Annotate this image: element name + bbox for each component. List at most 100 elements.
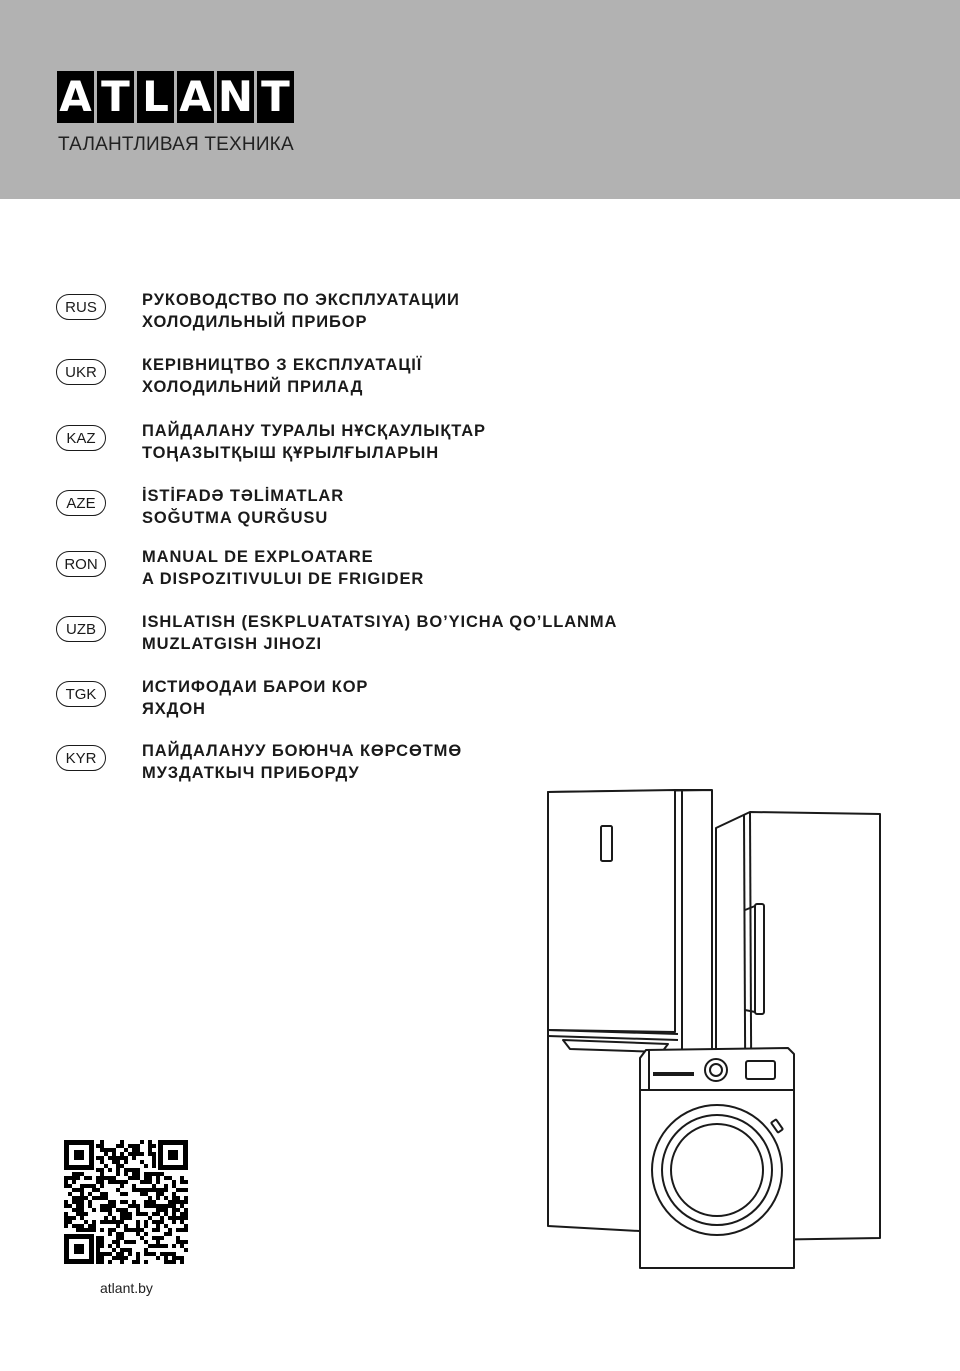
qr-module bbox=[168, 1200, 172, 1204]
qr-module bbox=[140, 1180, 144, 1184]
qr-module bbox=[100, 1208, 104, 1212]
qr-module bbox=[100, 1244, 104, 1248]
qr-module bbox=[108, 1212, 112, 1216]
qr-module bbox=[88, 1184, 92, 1188]
qr-module bbox=[80, 1184, 84, 1188]
qr-module bbox=[116, 1244, 120, 1248]
qr-module bbox=[68, 1184, 72, 1188]
qr-module bbox=[144, 1248, 148, 1252]
qr-module bbox=[80, 1224, 84, 1228]
logo-letter: L bbox=[137, 71, 174, 123]
qr-module bbox=[124, 1200, 128, 1204]
qr-module bbox=[64, 1184, 68, 1188]
language-badge: UZB bbox=[56, 616, 106, 642]
qr-module bbox=[140, 1212, 144, 1216]
qr-module bbox=[144, 1240, 148, 1244]
qr-module bbox=[116, 1156, 120, 1160]
qr-module bbox=[124, 1156, 128, 1160]
qr-module bbox=[168, 1204, 172, 1208]
qr-module bbox=[152, 1152, 156, 1156]
qr-module bbox=[184, 1216, 188, 1220]
qr-module bbox=[104, 1252, 108, 1256]
qr-module bbox=[132, 1156, 136, 1160]
qr-module bbox=[104, 1204, 108, 1208]
qr-module bbox=[80, 1200, 84, 1204]
qr-module bbox=[172, 1212, 176, 1216]
qr-module bbox=[112, 1176, 116, 1180]
qr-module bbox=[76, 1208, 80, 1212]
qr-module bbox=[68, 1204, 72, 1208]
qr-module bbox=[132, 1172, 136, 1176]
qr-module bbox=[132, 1260, 136, 1264]
qr-module bbox=[168, 1252, 172, 1256]
qr-module bbox=[80, 1192, 84, 1196]
qr-module bbox=[156, 1212, 160, 1216]
qr-module bbox=[156, 1224, 160, 1228]
qr-module bbox=[116, 1168, 120, 1172]
qr-module bbox=[108, 1176, 112, 1180]
qr-module bbox=[160, 1204, 164, 1208]
qr-module bbox=[64, 1220, 68, 1224]
qr-module bbox=[120, 1260, 124, 1264]
qr-module bbox=[180, 1220, 184, 1224]
manual-subtitle: ХОЛОДИЛЬНЫЙ ПРИБОР bbox=[142, 313, 368, 331]
qr-module bbox=[64, 1212, 68, 1216]
qr-module bbox=[112, 1240, 116, 1244]
manual-subtitle: MUZLATGISH JIHOZI bbox=[142, 635, 322, 653]
qr-module bbox=[152, 1156, 156, 1160]
qr-module bbox=[156, 1220, 160, 1224]
qr-module bbox=[148, 1188, 152, 1192]
qr-module bbox=[172, 1180, 176, 1184]
language-section-kyr: KYR ПАЙДАЛАНУУ БОЮНЧА КӨРСӨТМӨ МУЗДАТКЫЧ… bbox=[56, 740, 756, 790]
qr-module bbox=[108, 1156, 112, 1160]
qr-module bbox=[100, 1256, 104, 1260]
qr-module bbox=[88, 1200, 92, 1204]
qr-module bbox=[152, 1160, 156, 1164]
qr-module bbox=[68, 1192, 72, 1196]
qr-module bbox=[176, 1196, 180, 1200]
qr-module bbox=[128, 1168, 132, 1172]
qr-module bbox=[64, 1180, 68, 1184]
qr-module bbox=[164, 1184, 168, 1188]
qr-module bbox=[112, 1200, 116, 1204]
qr-module bbox=[128, 1212, 132, 1216]
qr-module bbox=[180, 1200, 184, 1204]
qr-module bbox=[124, 1248, 128, 1252]
qr-module bbox=[152, 1212, 156, 1216]
qr-module bbox=[128, 1204, 132, 1208]
qr-module bbox=[152, 1164, 156, 1168]
logo-letter: T bbox=[97, 71, 134, 123]
qr-module bbox=[132, 1184, 136, 1188]
qr-module bbox=[152, 1220, 156, 1224]
qr-module bbox=[160, 1236, 164, 1240]
qr-module bbox=[136, 1228, 140, 1232]
qr-module bbox=[132, 1188, 136, 1192]
qr-module bbox=[108, 1204, 112, 1208]
qr-module bbox=[144, 1204, 148, 1208]
language-titles: РУКОВОДСТВО ПО ЭКСПЛУАТАЦИИ ХОЛОДИЛЬНЫЙ … bbox=[142, 289, 460, 333]
qr-module bbox=[148, 1144, 152, 1148]
qr-module bbox=[172, 1208, 176, 1212]
qr-module bbox=[184, 1208, 188, 1212]
qr-module bbox=[144, 1224, 148, 1228]
qr-module bbox=[128, 1252, 132, 1256]
qr-module bbox=[96, 1168, 100, 1172]
qr-module bbox=[100, 1240, 104, 1244]
qr-module bbox=[84, 1220, 88, 1224]
qr-module bbox=[176, 1228, 180, 1232]
qr-module bbox=[144, 1232, 148, 1236]
qr-module bbox=[148, 1176, 152, 1180]
qr-module bbox=[116, 1236, 120, 1240]
qr-module bbox=[128, 1152, 132, 1156]
qr-module bbox=[80, 1208, 84, 1212]
qr-module bbox=[84, 1184, 88, 1188]
qr-module bbox=[156, 1180, 160, 1184]
qr-module bbox=[136, 1208, 140, 1212]
qr-module bbox=[120, 1212, 124, 1216]
qr-module bbox=[76, 1176, 80, 1180]
qr-module bbox=[120, 1156, 124, 1160]
qr-module bbox=[144, 1176, 148, 1180]
qr-module bbox=[68, 1176, 72, 1180]
qr-module bbox=[120, 1248, 124, 1252]
qr-module bbox=[120, 1184, 124, 1188]
